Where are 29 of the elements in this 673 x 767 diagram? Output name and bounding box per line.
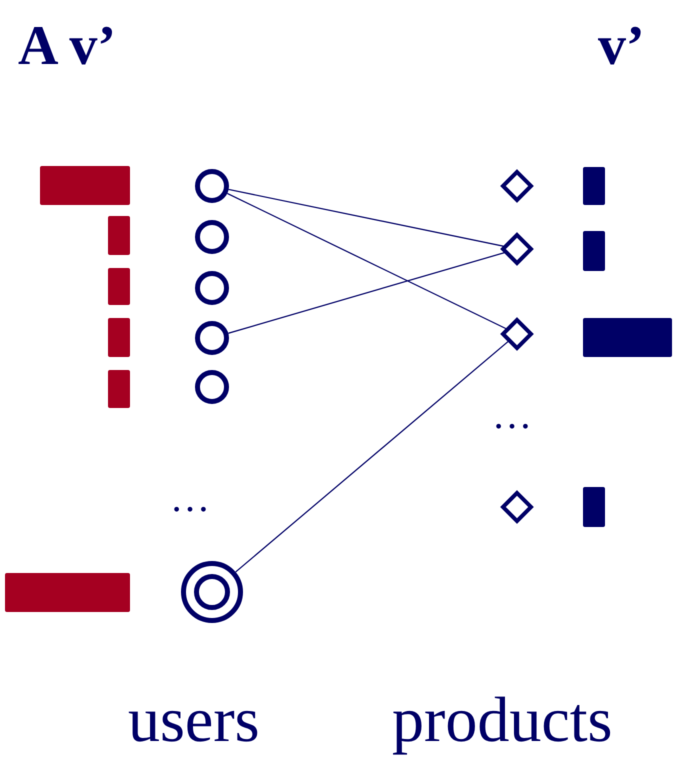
double-circle (179, 559, 245, 625)
value-bar (108, 268, 130, 305)
user-circle (193, 167, 231, 205)
user-circle (193, 269, 231, 307)
value-bar (108, 318, 130, 357)
product-diamond (498, 315, 536, 353)
vector-label: v’ (598, 18, 645, 74)
product-diamond (498, 488, 536, 526)
connector-line (235, 340, 509, 572)
value-bar (108, 370, 130, 408)
user-circle (193, 319, 231, 357)
value-bar (5, 573, 130, 612)
axis-label: users (128, 688, 260, 752)
user-circle (193, 368, 231, 406)
product-diamond (498, 230, 536, 268)
vector-label: A v’ (18, 18, 116, 74)
ellipsis: … (170, 478, 210, 518)
user-circle (193, 218, 231, 256)
product-diamond (498, 167, 536, 205)
value-bar (583, 167, 605, 205)
value-bar (583, 318, 672, 357)
value-bar (40, 166, 130, 205)
connector-line (228, 188, 504, 247)
value-bar (108, 216, 130, 255)
connector-line (228, 252, 505, 334)
connector-line (227, 192, 506, 330)
value-bar (583, 487, 605, 527)
ellipsis: … (492, 395, 532, 435)
value-bar (583, 231, 605, 271)
